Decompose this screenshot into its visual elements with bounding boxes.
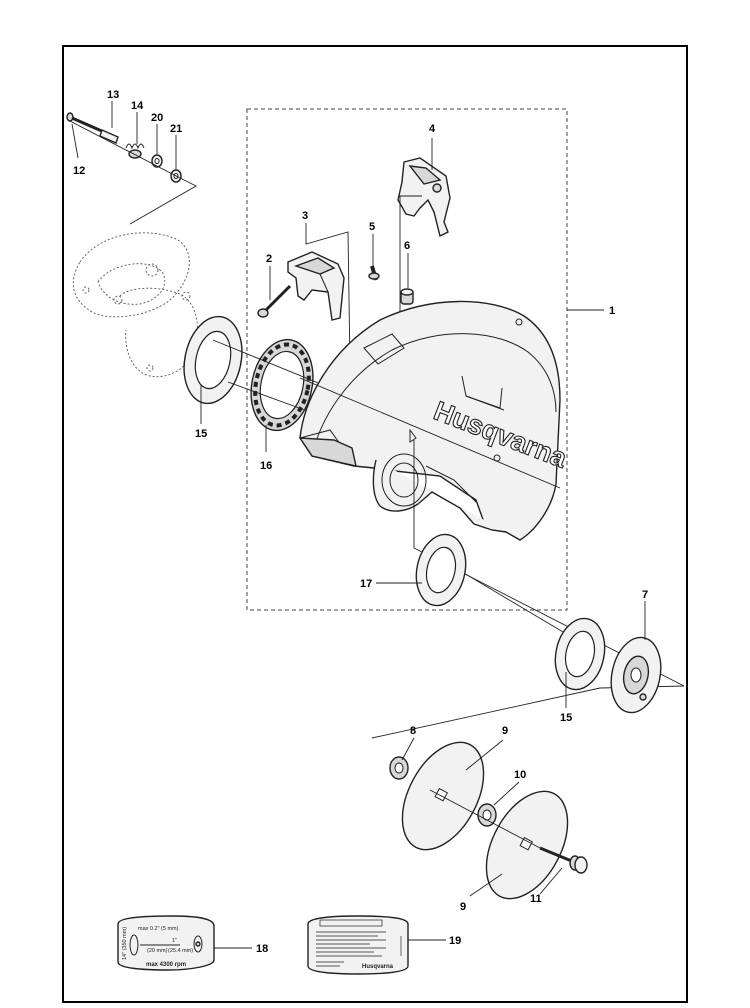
label-9b: 9: [460, 901, 466, 913]
blade-9-lower: [485, 790, 569, 900]
label-3: 3: [302, 210, 308, 222]
label-19: 19: [449, 935, 461, 947]
label-5: 5: [369, 221, 375, 233]
guard-assembly-box: [246, 108, 568, 611]
blade-9-upper: [401, 741, 485, 851]
latch-4: [397, 157, 451, 238]
label-15a: 15: [195, 428, 207, 440]
flange-7: [610, 636, 662, 714]
label-21: 21: [170, 123, 182, 135]
svg-text:14" (350 mm): 14" (350 mm): [122, 927, 128, 960]
label-10: 10: [514, 769, 526, 781]
washer-10: [477, 803, 497, 827]
label-19: Husqvarna: [307, 915, 409, 975]
washer-20: [151, 154, 163, 168]
svg-text:(20 mm): (20 mm): [147, 948, 168, 954]
label-18: 18: [256, 943, 268, 955]
washer-15-right: [554, 617, 606, 691]
screw-5: [368, 265, 380, 281]
crankcase-ghost: [72, 232, 198, 378]
label-13: 13: [107, 89, 119, 101]
label-15b: 15: [560, 712, 572, 724]
label-16: 16: [260, 460, 272, 472]
handle-bracket-3: [287, 251, 345, 321]
svg-text:max 0.2" (5 mm): max 0.2" (5 mm): [138, 926, 179, 932]
label-20: 20: [151, 112, 163, 124]
blade-guard: Husqvarna: [298, 300, 572, 541]
svg-text:(25.4 mm): (25.4 mm): [168, 948, 193, 954]
label-12: 12: [73, 165, 85, 177]
svg-text:1": 1": [172, 938, 177, 944]
svg-text:max 4300 rpm: max 4300 rpm: [146, 962, 186, 968]
washer-15-left: [183, 315, 243, 405]
bolt-11: [539, 846, 588, 874]
label-2: 2: [266, 253, 272, 265]
label-14: 14: [131, 100, 144, 112]
diagram-frame: [62, 45, 688, 1003]
label-7: 7: [642, 589, 648, 601]
label-9a: 9: [502, 725, 508, 737]
label-17: 17: [360, 578, 372, 590]
label-4: 4: [429, 123, 436, 135]
label-1: 1: [609, 305, 615, 317]
sleeve-13: [99, 129, 119, 144]
label-11: 11: [530, 893, 542, 905]
label-8: 8: [410, 725, 416, 737]
label-6: 6: [404, 240, 410, 252]
svg-text:Husqvarna: Husqvarna: [362, 964, 394, 970]
washer-17: [415, 533, 467, 607]
spacer-6: [400, 288, 414, 305]
screw-2: [257, 284, 292, 318]
label-18: max 0.2" (5 mm) 14" (350 mm) (20 mm) 1" …: [117, 915, 215, 971]
nut-8: [389, 756, 409, 780]
